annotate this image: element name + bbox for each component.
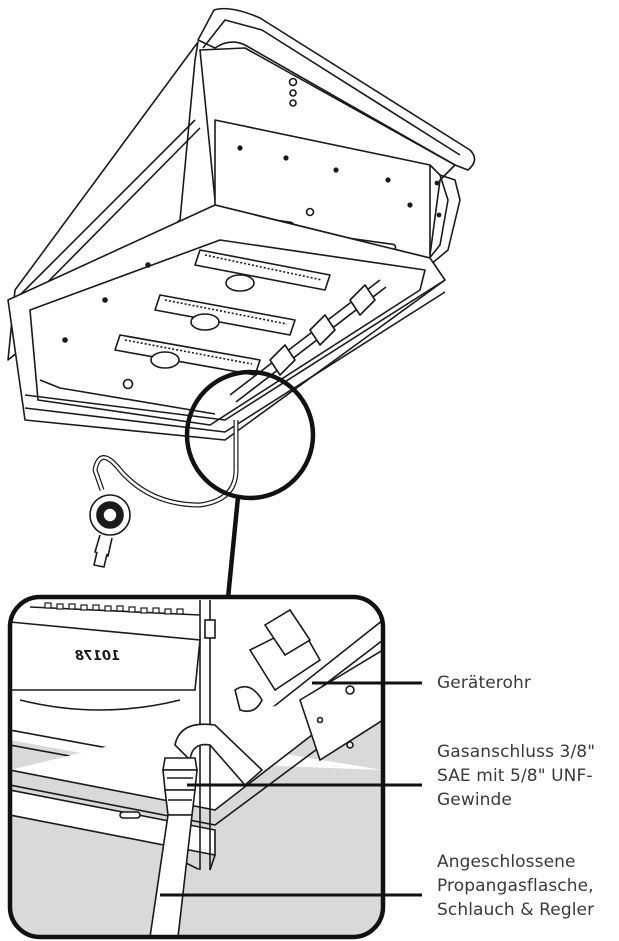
- callout-propane-tank: Angeschlossene Propangasflasche, Schlauc…: [437, 850, 594, 922]
- valve-assembly: [204, 608, 383, 762]
- lid-handle: [197, 7, 476, 171]
- regulator: [89, 494, 131, 568]
- detail-frame: [7, 594, 386, 940]
- callout-gas-connection-line-3: Gewinde: [437, 790, 512, 810]
- manifold-valves: [229, 279, 387, 403]
- magnifier-circle: [184, 369, 316, 501]
- callout-gas-connection-line-2: SAE mit 5/8" UNF-: [437, 766, 593, 786]
- gas-fitting: [162, 723, 264, 816]
- callout-appliance-pipe: Geräterohr: [437, 671, 531, 695]
- callout-propane-tank-line-3: Schlauch & Regler: [437, 900, 595, 920]
- callout-gas-connection: Gasanschluss 3/8" SAE mit 5/8" UNF- Gewi…: [437, 740, 595, 812]
- burner-stamp: 10178: [75, 649, 120, 664]
- burner-ports: [44, 602, 184, 615]
- grill-body: [7, 7, 476, 568]
- callout-appliance-pipe-line-1: Geräterohr: [437, 673, 531, 693]
- detail-inset: 10178: [7, 594, 386, 940]
- callout-propane-tank-line-2: Propangasflasche,: [437, 876, 594, 896]
- callout-gas-connection-line-1: Gasanschluss 3/8": [437, 742, 596, 762]
- magnifier-leader: [225, 496, 241, 599]
- detail-hose: [149, 814, 193, 937]
- callout-propane-tank-line-1: Angeschlossene: [437, 852, 576, 872]
